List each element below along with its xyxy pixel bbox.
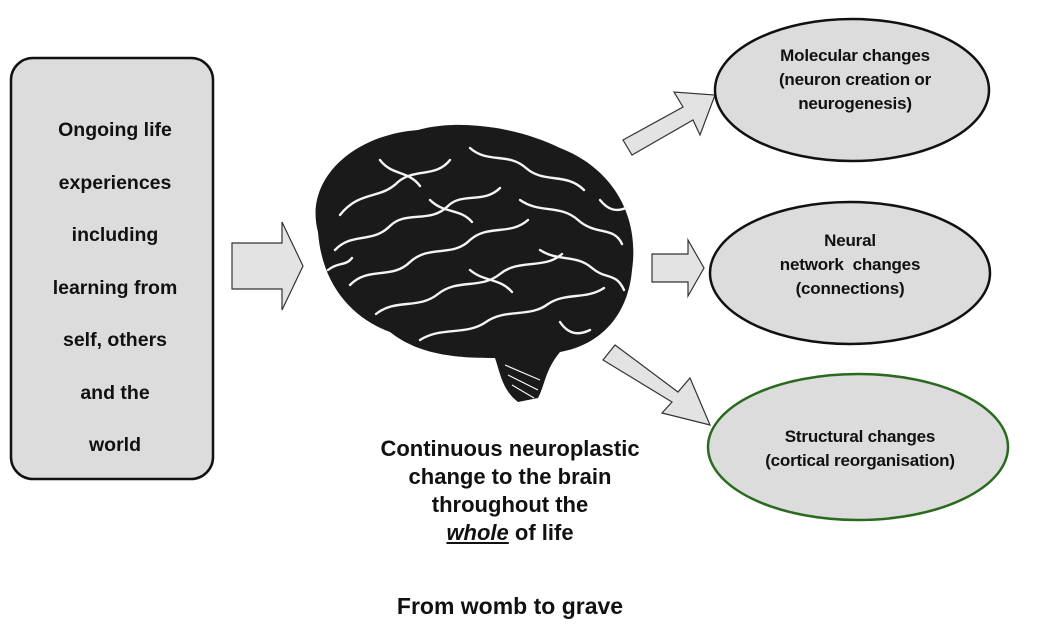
outcome-line: neurogenesis) (798, 94, 912, 113)
outcome-line: (connections) (795, 279, 905, 298)
input-line: experiences (58, 171, 172, 194)
arrow-to-molecular (622, 91, 716, 156)
outcome-line: network changes (779, 255, 921, 274)
caption-line: throughout the (431, 492, 589, 517)
outcome-ellipse-network (708, 200, 992, 346)
footer-tagline: From womb to grave (396, 593, 624, 619)
caption-line: change to the brain (408, 464, 612, 489)
brain-illustration (315, 124, 634, 402)
input-line: Ongoing life (58, 119, 172, 141)
input-arrow (231, 221, 304, 311)
outcome-ellipse-structural (706, 372, 1010, 522)
caption-rest: of life (508, 520, 574, 545)
input-line: including (71, 224, 159, 246)
outcome-ellipse-molecular (713, 17, 991, 163)
input-box (9, 56, 215, 481)
arrow-to-structural (602, 344, 712, 426)
outcome-line: Neural (824, 231, 876, 250)
outcome-line: (neuron creation or (778, 70, 932, 89)
outcome-network-text: Neural network changes (connections) (715, 229, 985, 301)
input-line: world (89, 434, 141, 456)
input-line: learning from (52, 276, 178, 299)
outcome-line: Molecular changes (780, 46, 930, 65)
outcome-line: (cortical reorganisation) (765, 451, 955, 470)
outcome-molecular-text: Molecular changes (neuron creation or ne… (720, 44, 990, 116)
arrow-to-network (651, 237, 705, 299)
caption-emphasis: whole (446, 520, 509, 545)
caption-line: whole of life (320, 519, 700, 547)
outcome-line: Structural changes (784, 427, 936, 446)
caption-line: Continuous neuroplastic (380, 436, 640, 461)
input-box-text: Ongoing life experiences including learn… (22, 104, 208, 472)
input-line: self, others (62, 329, 168, 351)
brain-caption: Continuous neuroplastic change to the br… (320, 435, 700, 547)
input-line: and the (80, 381, 150, 404)
outcome-structural-text: Structural changes (cortical reorganisat… (705, 425, 1015, 473)
